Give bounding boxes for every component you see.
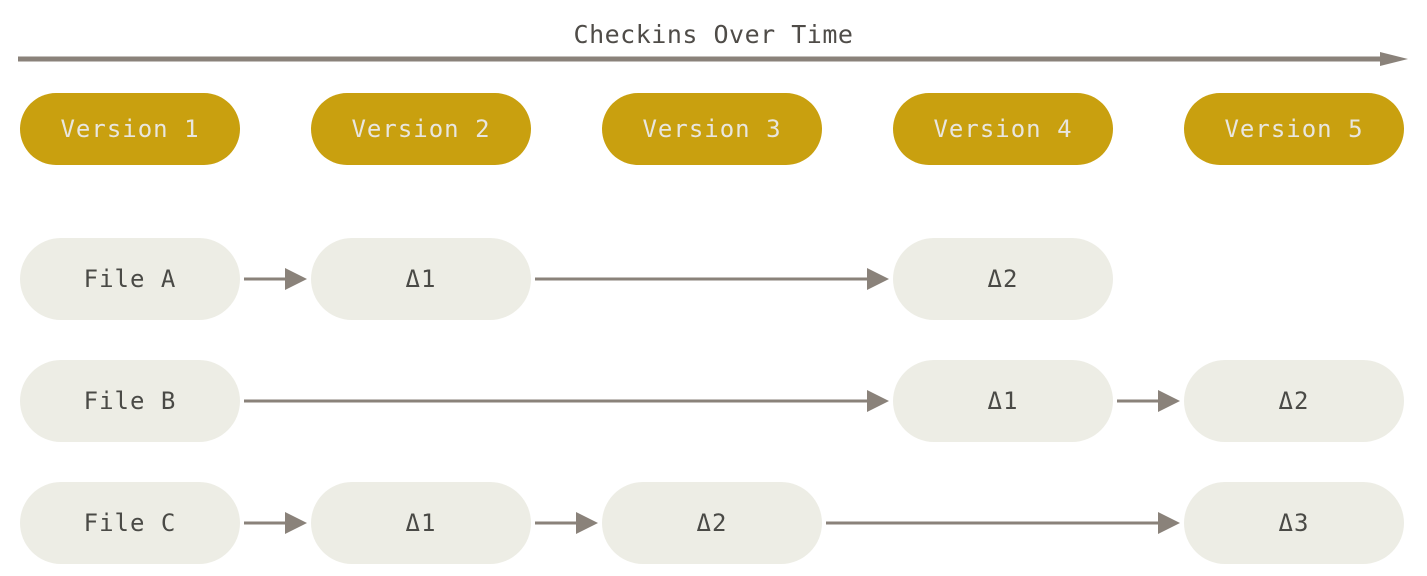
delta-pill-file-c-3[interactable]: Δ3: [1184, 482, 1404, 564]
connector-arrowhead-icon: [867, 268, 889, 290]
connector-arrowhead-icon: [285, 512, 307, 534]
delta-pill-file-a-1[interactable]: Δ1: [311, 238, 531, 320]
version-pill-5-label: Version 5: [1224, 115, 1364, 143]
connector-arrowhead-icon: [867, 390, 889, 412]
delta-pill-file-a-2[interactable]: Δ2: [893, 238, 1113, 320]
connector-arrow-file-b-1: [244, 390, 889, 412]
delta-pill-file-b-2-label: Δ2: [1278, 387, 1310, 415]
diagram-title: Checkins Over Time: [573, 20, 854, 49]
file-pill-file-a[interactable]: File A: [20, 238, 240, 320]
connector-arrowhead-icon: [285, 268, 307, 290]
version-pill-4[interactable]: Version 4: [893, 93, 1113, 165]
connector-arrow-file-a-1: [244, 268, 307, 290]
version-pill-2-label: Version 2: [351, 115, 491, 143]
connector-arrowhead-icon: [1158, 390, 1180, 412]
file-pill-file-c-label: File C: [83, 509, 177, 537]
connector-arrowhead-icon: [1158, 512, 1180, 534]
file-pill-file-c[interactable]: File C: [20, 482, 240, 564]
connector-arrow-file-c-1: [244, 512, 307, 534]
delta-pill-file-a-1-label: Δ1: [405, 265, 437, 293]
connector-arrow-file-c-2: [535, 512, 598, 534]
file-pill-file-b[interactable]: File B: [20, 360, 240, 442]
version-pill-2[interactable]: Version 2: [311, 93, 531, 165]
delta-pill-file-c-1-label: Δ1: [405, 509, 437, 537]
version-pill-1[interactable]: Version 1: [20, 93, 240, 165]
delta-pill-file-c-2-label: Δ2: [696, 509, 728, 537]
delta-pill-file-c-1[interactable]: Δ1: [311, 482, 531, 564]
delta-pill-file-c-3-label: Δ3: [1278, 509, 1310, 537]
connector-arrowhead-icon: [576, 512, 598, 534]
delta-pill-file-b-2[interactable]: Δ2: [1184, 360, 1404, 442]
delta-pill-file-b-1-label: Δ1: [987, 387, 1019, 415]
timeline-axis-arrow: [18, 52, 1408, 66]
connector-arrow-file-a-2: [535, 268, 889, 290]
version-pill-3-label: Version 3: [642, 115, 782, 143]
file-pill-file-a-label: File A: [83, 265, 177, 293]
file-pill-file-b-label: File B: [83, 387, 177, 415]
version-pill-4-label: Version 4: [933, 115, 1073, 143]
connector-arrow-file-c-3: [826, 512, 1180, 534]
version-pill-5[interactable]: Version 5: [1184, 93, 1404, 165]
timeline-arrowhead-icon: [1380, 52, 1408, 66]
version-pill-1-label: Version 1: [60, 115, 200, 143]
version-pill-3[interactable]: Version 3: [602, 93, 822, 165]
delta-pill-file-c-2[interactable]: Δ2: [602, 482, 822, 564]
connector-arrow-file-b-2: [1117, 390, 1180, 412]
delta-pill-file-b-1[interactable]: Δ1: [893, 360, 1113, 442]
delta-pill-file-a-2-label: Δ2: [987, 265, 1019, 293]
